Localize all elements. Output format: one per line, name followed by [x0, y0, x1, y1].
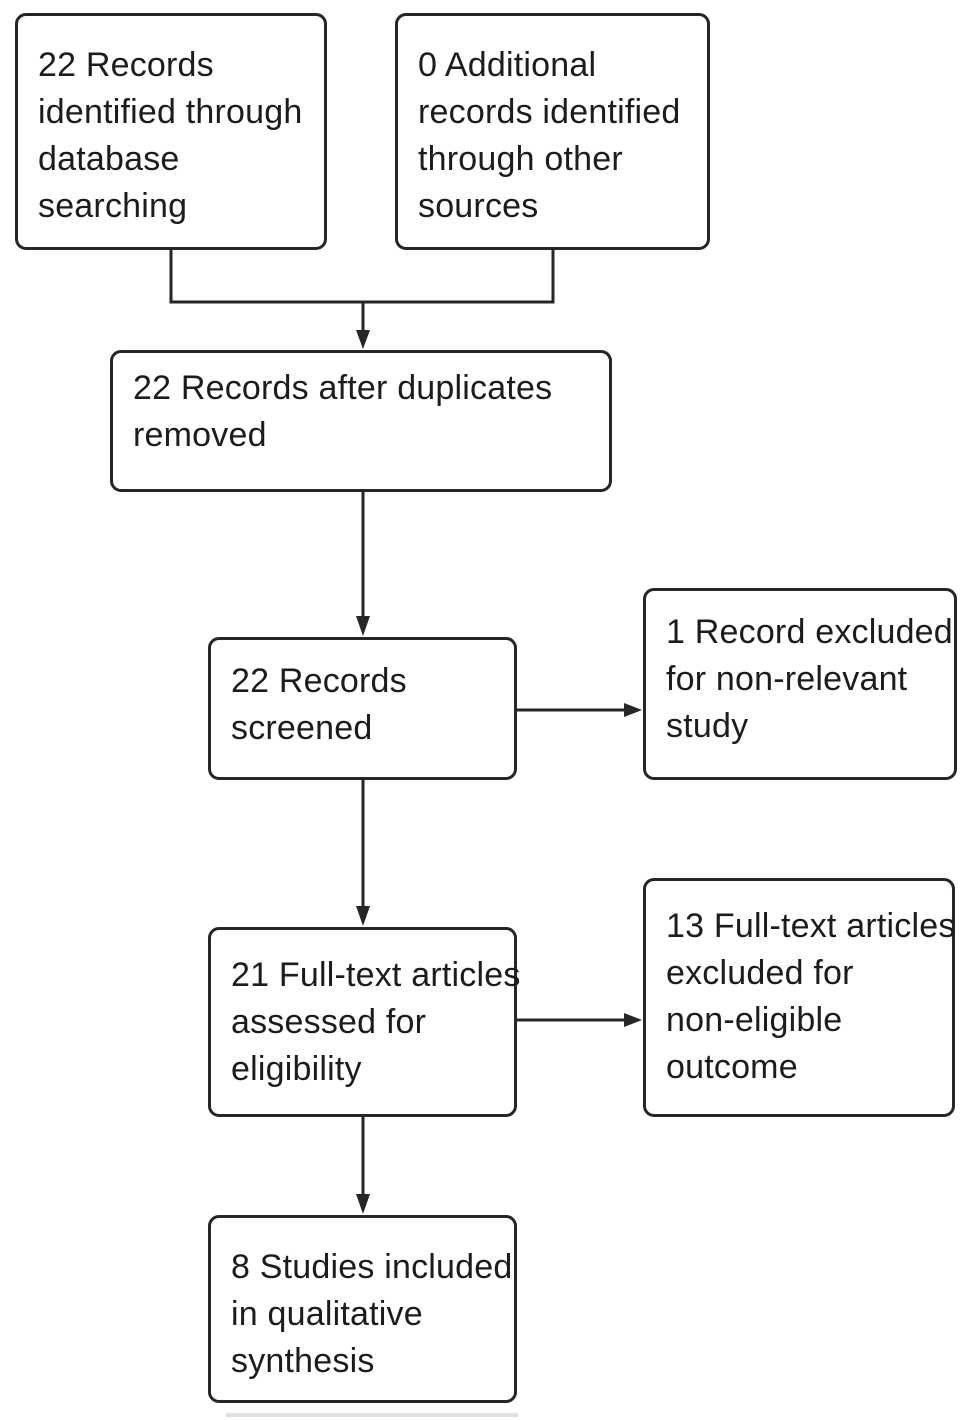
node-text-line: 13 Full-text articles: [666, 907, 956, 945]
node-text-line: sources: [418, 187, 539, 225]
node-fulltext-assessed: 21 Full-text articles assessed for eligi…: [208, 927, 521, 1117]
node-fulltext-excluded: 13 Full-text articles excluded for non-e…: [643, 878, 955, 1117]
arrowhead-right-icon: [624, 703, 642, 717]
node-text-line: 22 Records after duplicates: [133, 369, 553, 407]
node-records-identified: 22 Records identified through database s…: [15, 13, 327, 250]
node-text-line: removed: [133, 416, 267, 454]
edge-merge-identified-additional: [169, 250, 555, 304]
node-text-line: searching: [38, 187, 188, 225]
node-text-line: screened: [231, 709, 373, 747]
node-text-line: 0 Additional: [418, 46, 597, 84]
node-text-line: 22 Records: [231, 662, 407, 700]
node-text-line: non-eligible: [666, 1001, 843, 1039]
node-after-duplicates: 22 Records after duplicates removed: [110, 350, 612, 492]
node-text-line: identified through: [38, 93, 303, 131]
arrowhead-down-icon: [356, 616, 370, 636]
node-text-line: 8 Studies included: [231, 1248, 513, 1286]
node-additional-records: 0 Additional records identified through …: [395, 13, 710, 250]
node-text-line: 21 Full-text articles: [231, 956, 521, 994]
node-text-line: excluded for: [666, 954, 854, 992]
node-text-line: synthesis: [231, 1342, 375, 1380]
arrowhead-down-icon: [356, 1194, 370, 1214]
node-records-screened: 22 Records screened: [208, 637, 517, 780]
node-studies-included: 8 Studies included in qualitative synthe…: [208, 1215, 517, 1403]
node-text-line: study: [666, 707, 749, 745]
node-text-line: 22 Records: [38, 46, 214, 84]
node-text-line: outcome: [666, 1048, 798, 1086]
node-text-line: for non-relevant: [666, 660, 908, 698]
node-text-line: in qualitative: [231, 1295, 423, 1333]
node-text-line: eligibility: [231, 1050, 362, 1088]
node-record-excluded: 1 Record excluded for non-relevant study: [643, 588, 957, 780]
cropped-edge-artifact: [226, 1413, 518, 1417]
node-text-line: records identified: [418, 93, 681, 131]
node-text-line: assessed for: [231, 1003, 427, 1041]
node-text-line: database: [38, 140, 180, 178]
arrowhead-down-icon: [356, 330, 370, 349]
arrowhead-right-icon: [624, 1013, 642, 1027]
node-text-line: through other: [418, 140, 623, 178]
node-text-line: 1 Record excluded: [666, 613, 953, 651]
arrowhead-down-icon: [356, 906, 370, 926]
